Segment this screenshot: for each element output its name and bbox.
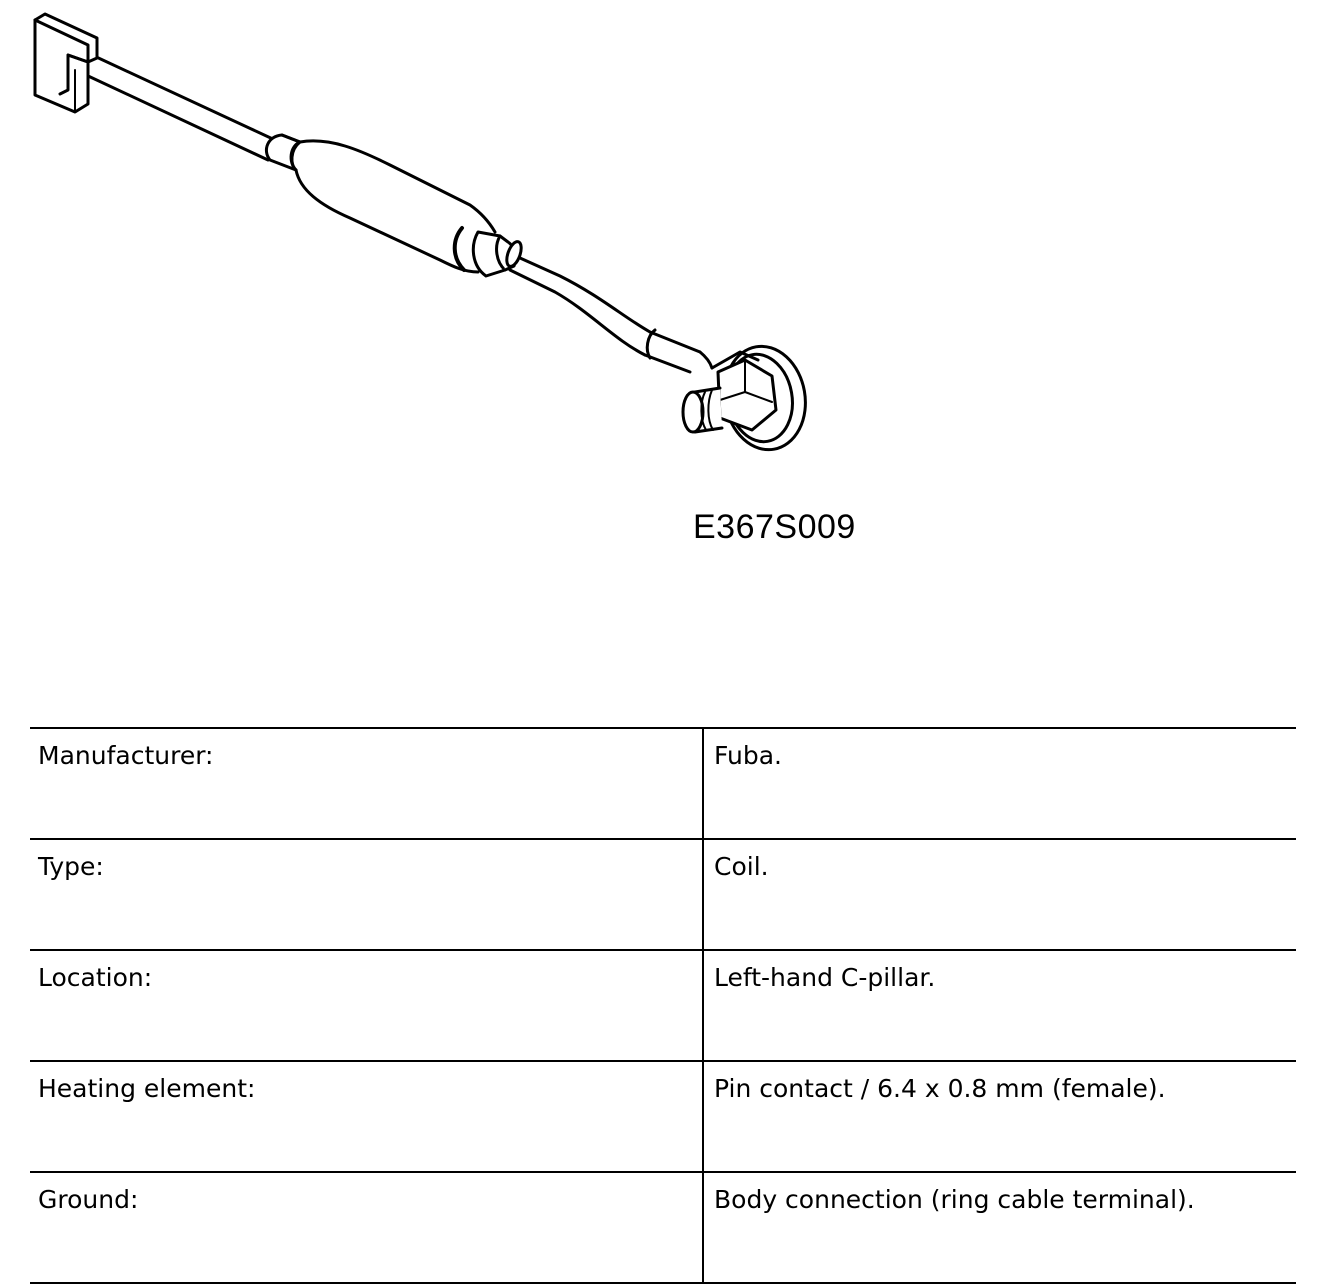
row-label-heating-element: Heating element: xyxy=(30,1061,704,1173)
coil-illustration xyxy=(33,12,807,452)
ring-terminal-icon xyxy=(681,344,807,452)
table-row: Heating element: Pin contact / 6.4 x 0.8… xyxy=(30,1061,1296,1173)
figure-code: E367S009 xyxy=(693,508,856,546)
cable-lower xyxy=(508,256,714,374)
row-value-type: Coil. xyxy=(703,839,1296,951)
row-value-ground: Body connection (ring cable terminal). xyxy=(714,1185,1195,1214)
row-value-manufacturer: Fuba. xyxy=(703,728,1296,840)
cable-upper xyxy=(84,53,277,162)
row-value-location: Left-hand C-pillar. xyxy=(703,950,1296,1062)
table-row: Type: Coil. xyxy=(30,839,1296,951)
spec-table: Manufacturer: Fuba. Type: Coil. Location… xyxy=(30,727,1296,1284)
table-row: Ground: Body connection (ring cable term… xyxy=(30,1172,1296,1283)
row-label-ground: Ground: xyxy=(30,1172,704,1283)
row-label-location: Location: xyxy=(30,950,704,1062)
row-value-heating-element: Pin contact / 6.4 x 0.8 mm (female). xyxy=(703,1061,1296,1173)
coil-suppressor-icon xyxy=(265,133,523,278)
connector-block-icon xyxy=(33,12,99,114)
table-row: Location: Left-hand C-pillar. xyxy=(30,950,1296,1062)
table-row: Manufacturer: Fuba. xyxy=(30,728,1296,840)
row-label-manufacturer: Manufacturer: xyxy=(30,728,704,840)
row-label-type: Type: xyxy=(30,839,704,951)
